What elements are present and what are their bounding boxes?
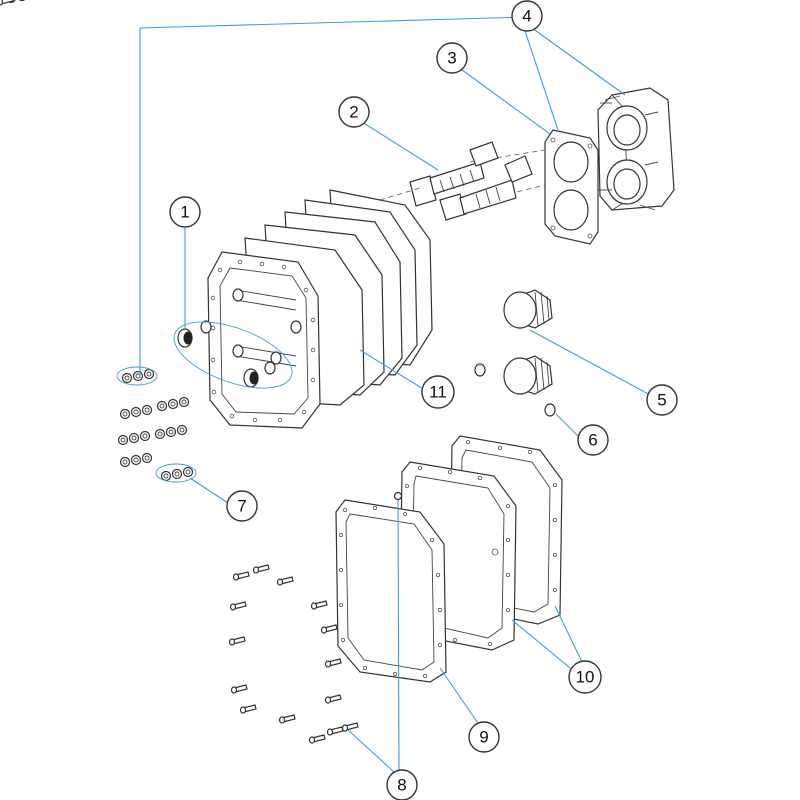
callout-5: 5 — [646, 384, 678, 416]
callout-3: 3 — [436, 42, 468, 74]
callout-4: 4 — [511, 0, 543, 32]
callout-9: 9 — [468, 721, 500, 753]
callout-6: 6 — [577, 424, 609, 456]
callout-9-label: 9 — [479, 728, 488, 747]
threaded-plugs — [503, 289, 553, 395]
threaded-connectors — [409, 141, 546, 221]
leader-lines — [139, 16, 653, 773]
callout-6-label: 6 — [588, 431, 597, 450]
o-rings — [474, 363, 556, 417]
callout-4-label: 4 — [522, 7, 531, 26]
nuts-washers — [0, 0, 197, 483]
callout-7-label: 7 — [237, 497, 246, 516]
callout-10: 10 — [568, 660, 602, 694]
terminals — [173, 320, 293, 389]
callout-2: 2 — [338, 96, 370, 128]
flange-body — [597, 87, 675, 211]
callout-3-label: 3 — [447, 49, 456, 68]
callout-7: 7 — [226, 490, 258, 522]
callout-10-label: 10 — [576, 668, 595, 687]
gasket-plate — [544, 129, 599, 245]
front-frame — [335, 491, 447, 683]
callout-11: 11 — [421, 375, 455, 409]
callout-2-label: 2 — [349, 103, 358, 122]
callout-8-label: 8 — [397, 776, 406, 795]
callout-11-label: 11 — [429, 383, 447, 402]
callout-8: 8 — [386, 769, 418, 800]
callout-1: 1 — [169, 196, 201, 228]
screws — [0, 0, 359, 744]
callout-1-label: 1 — [180, 203, 189, 222]
finned-housing — [207, 187, 433, 429]
callout-5-label: 5 — [657, 391, 666, 410]
